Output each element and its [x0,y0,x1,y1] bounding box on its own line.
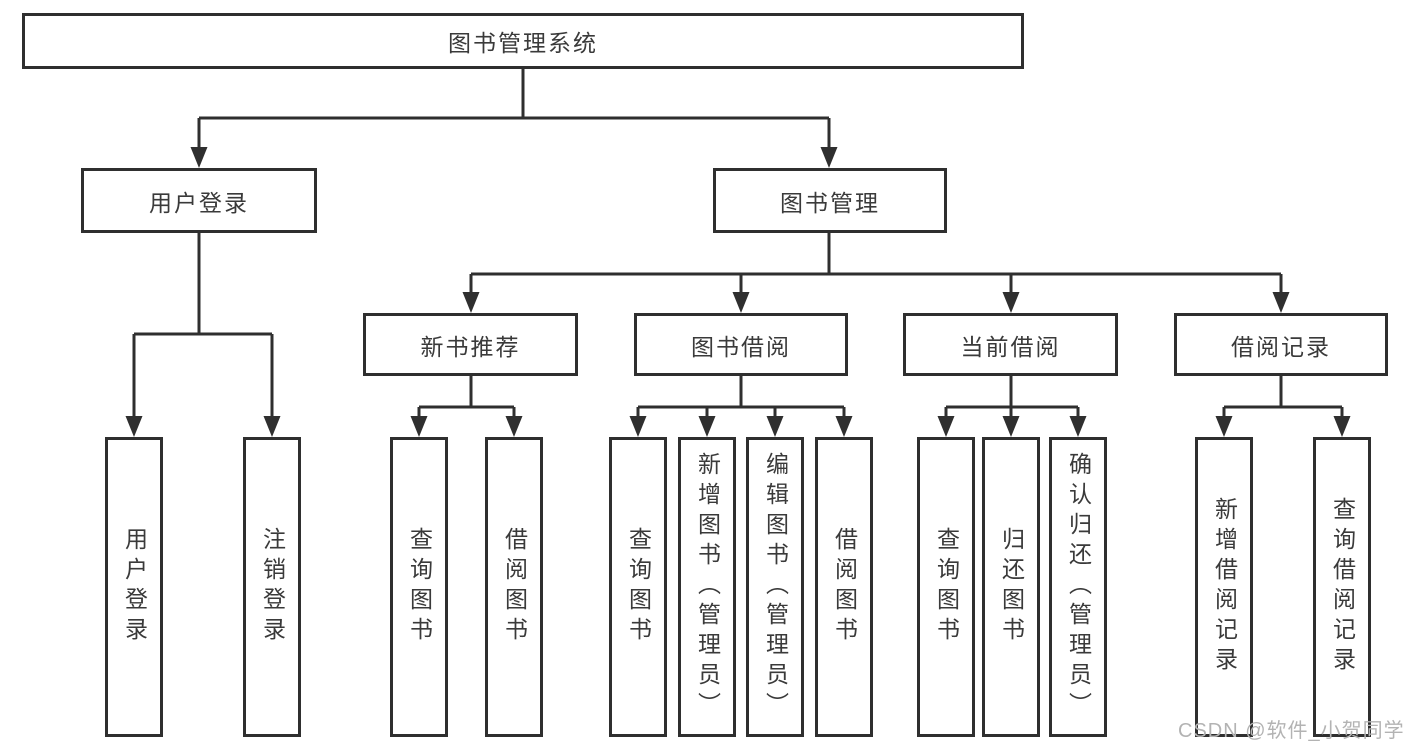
leaf-logout: 注销登录 [243,437,301,737]
node-label: 图书管理 [780,189,880,216]
leaf-query-books-current: 查询图书 [917,437,975,737]
leaf-query-books-recommend: 查询图书 [390,437,448,737]
node-book-borrowing: 图书借阅 [634,313,848,376]
leaf-query-borrow-record: 查询借阅记录 [1313,437,1371,737]
node-label: 查询图书 [406,527,433,647]
node-label: 归还图书 [998,527,1025,647]
csdn-watermark: CSDN @软件_小贺同学 [1178,720,1405,742]
node-label: 借阅记录 [1231,333,1331,360]
node-label: 用户登录 [149,189,249,216]
node-label: 查询借阅记录 [1329,497,1356,677]
node-current-borrowing: 当前借阅 [903,313,1118,376]
leaf-add-book-admin: 新增图书（管理员） [678,437,736,737]
leaf-return-books: 归还图书 [982,437,1040,737]
leaf-add-borrow-record: 新增借阅记录 [1195,437,1253,737]
node-library-management-system: 图书管理系统 [22,13,1024,69]
node-label: 查询图书 [933,527,960,647]
node-label: 确认归还（管理员） [1065,452,1092,722]
leaf-confirm-return-admin: 确认归还（管理员） [1049,437,1107,737]
node-borrowing-records: 借阅记录 [1174,313,1388,376]
node-label: 借阅图书 [501,527,528,647]
node-label: 注销登录 [259,527,286,647]
node-label: 新增借阅记录 [1211,497,1238,677]
node-label: 图书管理系统 [448,30,598,56]
leaf-user-login: 用户登录 [105,437,163,737]
node-label: 用户登录 [121,527,148,647]
node-label: 当前借阅 [960,333,1061,360]
node-label: 借阅图书 [831,527,858,647]
node-label: 编辑图书（管理员） [762,452,789,722]
leaf-edit-book-admin: 编辑图书（管理员） [746,437,804,737]
node-label: 新书推荐 [420,333,521,360]
node-label: 查询图书 [625,527,652,647]
node-new-book-recommendation: 新书推荐 [363,313,578,376]
node-book-management: 图书管理 [713,168,947,233]
node-label: 新增图书（管理员） [694,452,721,722]
leaf-query-books-borrowing: 查询图书 [609,437,667,737]
node-user-login: 用户登录 [81,168,317,233]
node-label: 图书借阅 [691,333,791,360]
leaf-borrow-books-recommend: 借阅图书 [485,437,543,737]
leaf-borrow-books-borrowing: 借阅图书 [815,437,873,737]
arrowheads [125,147,1351,437]
